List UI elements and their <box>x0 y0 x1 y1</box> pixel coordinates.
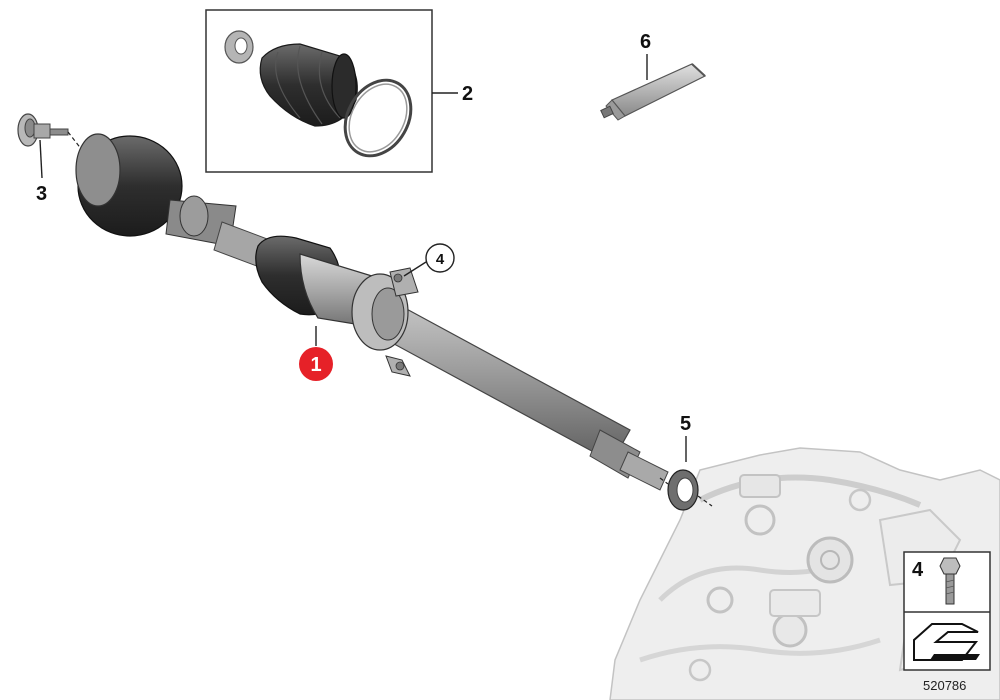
callout-1-badge[interactable]: 1 <box>299 347 333 381</box>
callout-2[interactable]: 2 <box>462 83 473 105</box>
callout-1[interactable]: 1 <box>310 354 321 376</box>
callout-5[interactable]: 5 <box>680 413 691 435</box>
diagram-number: 520786 <box>923 678 966 693</box>
hex-bolt-icon <box>939 557 961 605</box>
repair-kit-bellows-box: 2 <box>205 9 473 173</box>
grease-tube-illustration <box>600 63 707 121</box>
clamp-ring-illustration <box>343 78 413 158</box>
callout-4-badge[interactable]: 4 <box>425 243 455 273</box>
washer-illustration <box>224 30 254 64</box>
drive-shaft-illustration <box>75 133 669 491</box>
collar-screw-illustration <box>17 113 69 147</box>
grease-tube-group: 6 <box>600 31 707 121</box>
hex-bolt-legend-box: 4 <box>903 551 991 671</box>
callout-4[interactable]: 4 <box>436 251 445 268</box>
callout-4-circle <box>425 243 455 273</box>
shaft-seal-illustration <box>667 469 699 511</box>
bearing-bracket <box>351 267 419 377</box>
callout-6[interactable]: 6 <box>640 31 651 53</box>
boot-illustration <box>259 43 358 127</box>
leader-3 <box>39 139 43 179</box>
arrow-symbol-icon <box>908 616 986 666</box>
legend-ref-4: 4 <box>912 559 924 581</box>
transmission-housing-illustration <box>609 447 1000 700</box>
leader-4 <box>403 261 427 277</box>
callout-3[interactable]: 3 <box>36 183 47 205</box>
callout-1-circle <box>299 347 333 381</box>
collar-screw-group: 3 <box>17 113 83 205</box>
shaft-seal-group: 5 <box>659 413 713 511</box>
